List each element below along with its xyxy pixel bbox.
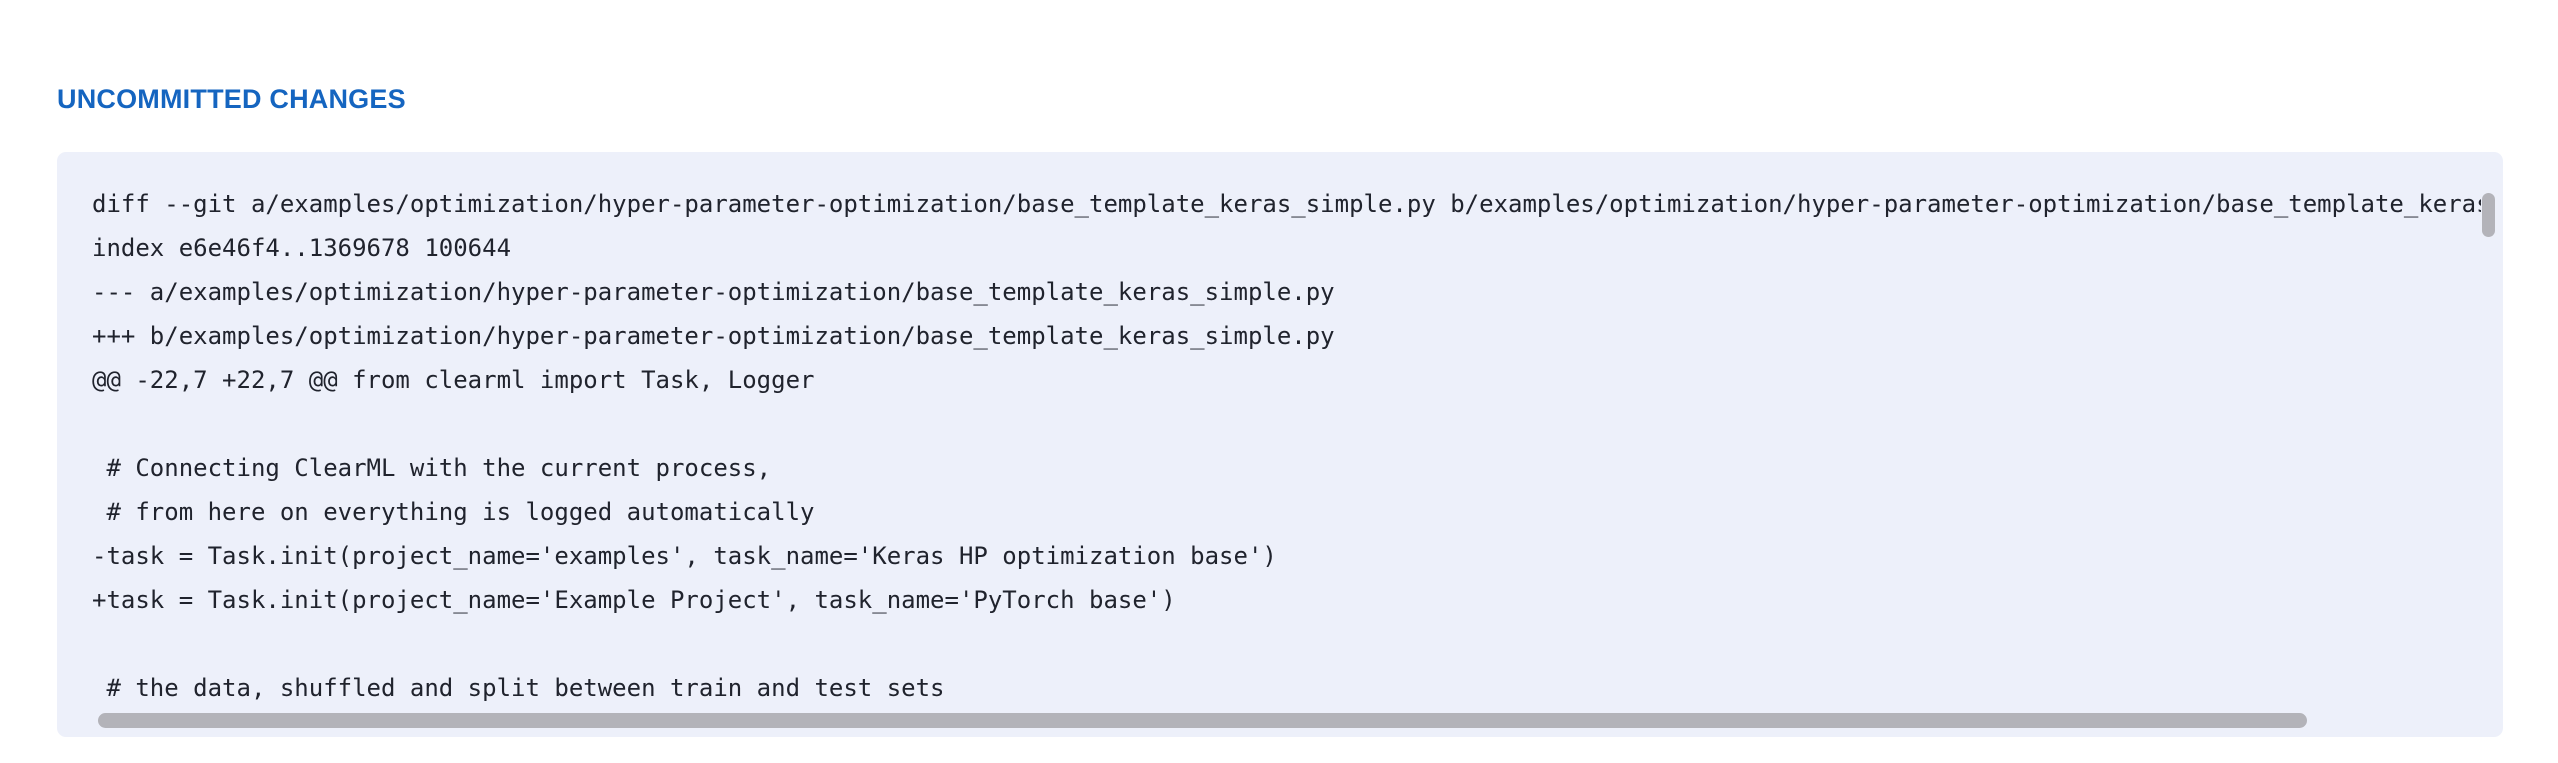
- diff-line: +++ b/examples/optimization/hyper-parame…: [92, 322, 1335, 350]
- diff-line: # the data, shuffled and split between t…: [92, 674, 945, 702]
- diff-line: index e6e46f4..1369678 100644: [92, 234, 512, 262]
- vertical-scrollbar-thumb[interactable]: [2482, 193, 2495, 237]
- diff-line: [92, 622, 2481, 666]
- diff-line: # Connecting ClearML with the current pr…: [92, 454, 772, 482]
- section-title-uncommitted-changes: UNCOMMITTED CHANGES: [57, 84, 406, 114]
- diff-line: # from here on everything is logged auto…: [92, 498, 815, 526]
- diff-line: @@ -22,7 +22,7 @@ from clearml import Ta…: [92, 366, 815, 394]
- diff-panel: diff --git a/examples/optimization/hyper…: [57, 152, 2503, 737]
- diff-line: --- a/examples/optimization/hyper-parame…: [92, 278, 1335, 306]
- diff-line: [92, 402, 2481, 446]
- diff-line: +task = Task.init(project_name='Example …: [92, 586, 1176, 614]
- horizontal-scrollbar-thumb[interactable]: [98, 713, 2307, 728]
- diff-line: -task = Task.init(project_name='examples…: [92, 542, 1277, 570]
- diff-text[interactable]: diff --git a/examples/optimization/hyper…: [57, 152, 2481, 715]
- diff-line: diff --git a/examples/optimization/hyper…: [92, 190, 2481, 218]
